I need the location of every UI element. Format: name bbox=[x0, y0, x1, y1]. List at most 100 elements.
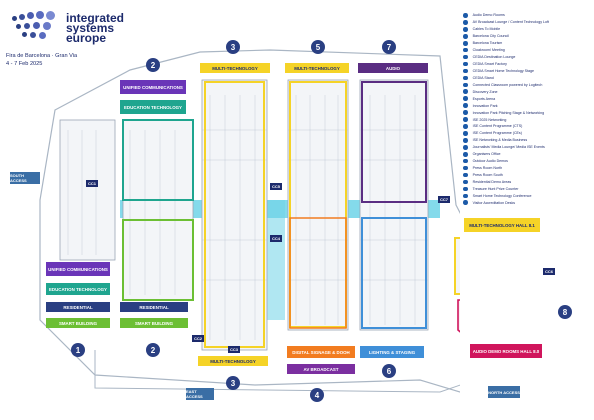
legend-marker-icon bbox=[463, 61, 468, 67]
legend-item: Press Room North bbox=[463, 165, 591, 172]
legend-item: Residential Demo Areas bbox=[463, 179, 591, 186]
hall-number-5: 5 bbox=[311, 40, 325, 54]
hall-8-0-block bbox=[457, 299, 460, 333]
legend-marker-icon bbox=[463, 165, 468, 171]
zone-label-audio-demo: AUDIO DEMO ROOMS HALL 8.0 bbox=[470, 344, 542, 358]
code-cc5: CC5 bbox=[270, 183, 282, 190]
hall-3-block bbox=[201, 79, 268, 351]
legend-item-label: ISE Networking & Media Business bbox=[472, 138, 528, 143]
legend-item: CEDIA Destination Lounge bbox=[463, 54, 591, 61]
zone-label-residential-right: RESIDENTIAL bbox=[120, 302, 188, 312]
legend-item: Cables To Mobile bbox=[463, 26, 591, 33]
legend-item: Organisers Office bbox=[463, 151, 591, 158]
legend-item-label: Cloakroom/ Meeting bbox=[472, 48, 505, 53]
legend-item-label: Outdoor Audio Demos bbox=[472, 159, 508, 164]
legend-marker-icon bbox=[463, 54, 468, 60]
hall-1-block bbox=[59, 119, 116, 261]
east-access: EAST ACCESS bbox=[186, 388, 214, 400]
legend-marker-icon bbox=[463, 68, 468, 74]
zone-label-multi-tech-5: MULTI-TECHNOLOGY bbox=[285, 63, 349, 73]
legend-item: Treasure Hunt Prize Counter bbox=[463, 185, 591, 192]
zone-label-multi-tech-bottom: MULTI-TECHNOLOGY bbox=[198, 356, 268, 366]
hall-2-education-border bbox=[122, 119, 194, 201]
code-cc1: CC1 bbox=[86, 180, 98, 187]
legend-marker-icon bbox=[463, 89, 468, 95]
legend-item-label: CEDIA Smart Factory bbox=[472, 62, 507, 67]
hall-number-2-top: 2 bbox=[146, 58, 160, 72]
legend-item-label: Discovery Zone bbox=[472, 89, 498, 94]
hall-7-lighting-border bbox=[361, 217, 427, 329]
legend-item: Innovation Park bbox=[463, 102, 591, 109]
legend-marker-icon bbox=[463, 75, 468, 81]
zone-label-unified-top: UNIFIED COMMUNICATIONS bbox=[120, 80, 186, 94]
legend-marker-icon bbox=[463, 144, 468, 150]
legend-item-label: Innovation Park bbox=[472, 103, 498, 108]
legend-item: Audio Demo Rooms bbox=[463, 12, 591, 19]
legend-item-label: Connected Classroom powered by Logitech bbox=[472, 82, 543, 87]
legend-marker-icon bbox=[463, 27, 468, 32]
zone-label-av-broadcast: AV BROADCAST bbox=[287, 364, 355, 374]
hall-8-1-block bbox=[454, 237, 460, 295]
hall-2-residential-border bbox=[122, 219, 194, 301]
zone-label-unified-left: UNIFIED COMMUNICATIONS bbox=[46, 262, 110, 276]
hall-2-block bbox=[122, 119, 194, 301]
zone-label-digital-signage: DIGITAL SIGNAGE & DOOH bbox=[287, 346, 355, 358]
legend-item-label: Treasure Hunt Prize Counter bbox=[472, 186, 519, 191]
hall-number-6: 6 bbox=[382, 364, 396, 378]
legend-item: Esports Arena bbox=[463, 95, 591, 102]
zone-label-education-left: EDUCATION TECHNOLOGY bbox=[46, 283, 110, 295]
legend-item: Barcelona City Council bbox=[463, 33, 591, 40]
legend-marker-icon bbox=[463, 13, 468, 18]
legend-item: Innovation Park Pitching Stage & Network… bbox=[463, 109, 591, 116]
legend-item-label: AV Broadcast Lounge / Content Technology… bbox=[472, 20, 549, 25]
legend-marker-icon bbox=[463, 151, 468, 157]
legend-item-label: ISE Content Programme (CEs) bbox=[472, 131, 522, 136]
legend-item: CEDIA Smart Factory bbox=[463, 61, 591, 68]
legend-marker-icon bbox=[463, 193, 468, 199]
legend-item: Discovery Zone bbox=[463, 88, 591, 95]
legend-item-label: Press Room North bbox=[472, 166, 503, 171]
hall-number-3-bottom: 3 bbox=[226, 376, 240, 390]
hall-5-block bbox=[287, 79, 349, 331]
legend-marker-icon bbox=[463, 186, 468, 192]
legend-marker-icon bbox=[463, 158, 468, 164]
code-cc6: CC6 bbox=[543, 268, 555, 275]
legend-item-label: Visitor Accreditation Desks bbox=[472, 200, 516, 205]
legend-item-label: Journalists' Media Lounge/ Media ISE Eve… bbox=[472, 145, 545, 150]
hall-7-block bbox=[359, 79, 429, 331]
legend-marker-icon bbox=[463, 110, 468, 115]
venue-map bbox=[39, 49, 460, 393]
legend-item-label: Barcelona City Council bbox=[472, 34, 509, 39]
legend-item-label: CEDIA Stand bbox=[472, 75, 494, 80]
legend-item-label: ISE Content Programme (CTS) bbox=[472, 124, 523, 129]
zone-label-residential-left: RESIDENTIAL bbox=[46, 302, 110, 312]
hall-5-zone-border bbox=[289, 81, 347, 328]
legend-marker-icon bbox=[463, 82, 468, 88]
legend-marker-icon bbox=[463, 172, 468, 178]
legend-item: CEDIA Smart Home Technology Stage bbox=[463, 68, 591, 75]
legend-item-label: CEDIA Destination Lounge bbox=[472, 55, 516, 60]
event-dates: 4 - 7 Feb 2025 bbox=[6, 61, 43, 67]
legend-item-label: ISE 2025 Networking bbox=[472, 117, 507, 122]
zone-label-lighting: LIGHTING & STAGING bbox=[360, 346, 424, 358]
legend-item: Connected Classroom powered by Logitech bbox=[463, 81, 591, 88]
code-cc7: CC7 bbox=[438, 196, 450, 203]
legend-item-label: Smart Home Technology Conference bbox=[472, 193, 532, 198]
hall-number-1: 1 bbox=[71, 343, 85, 357]
legend-marker-icon bbox=[463, 47, 468, 53]
legend-item: Barcelona Tourism bbox=[463, 40, 591, 47]
legend-item-label: Barcelona Tourism bbox=[472, 41, 503, 46]
legend-marker-icon bbox=[463, 117, 468, 122]
legend-item-label: Esports Arena bbox=[472, 96, 496, 101]
legend-marker-icon bbox=[463, 20, 468, 25]
hall-number-8: 8 bbox=[558, 305, 572, 319]
hall-number-4: 4 bbox=[310, 388, 324, 402]
zone-label-education-top: EDUCATION TECHNOLOGY bbox=[120, 100, 186, 114]
code-cc3: CC3 bbox=[228, 346, 240, 353]
code-cc2: CC2 bbox=[192, 335, 204, 342]
hall-number-2-bottom: 2 bbox=[146, 343, 160, 357]
hall-number-7: 7 bbox=[382, 40, 396, 54]
legend-item: Cloakroom/ Meeting bbox=[463, 47, 591, 54]
